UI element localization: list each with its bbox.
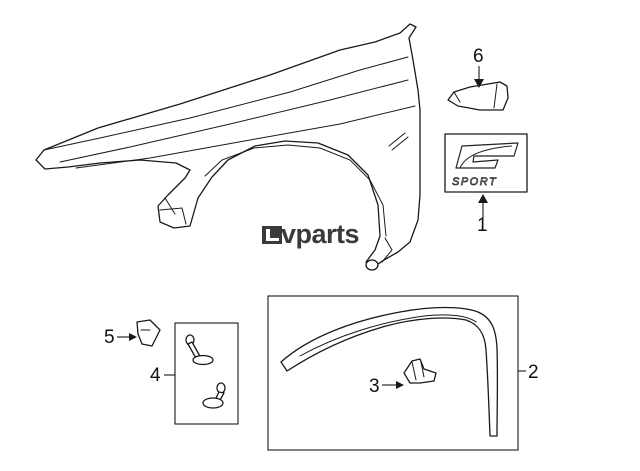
wheel-arch-molding bbox=[280, 306, 499, 437]
watermark-brand: vparts bbox=[281, 219, 359, 249]
callout-5: 5 bbox=[104, 327, 137, 348]
callout-3: 3 bbox=[369, 376, 404, 397]
svg-text:1: 1 bbox=[477, 215, 488, 236]
watermark: vparts bbox=[262, 219, 360, 249]
svg-text:2: 2 bbox=[528, 362, 539, 383]
fender-seal[interactable] bbox=[136, 319, 161, 347]
svg-text:6: 6 bbox=[473, 46, 484, 67]
front-fender[interactable] bbox=[35, 23, 421, 271]
molding-retainer-clip bbox=[403, 358, 437, 384]
svg-text:5: 5 bbox=[104, 327, 115, 348]
callout-1: 1 bbox=[477, 194, 488, 236]
callout-6: 6 bbox=[473, 46, 484, 88]
push-pin-clip-lower bbox=[202, 382, 226, 409]
push-pin-clip-upper bbox=[185, 334, 214, 366]
lexus-l-logo-icon bbox=[262, 226, 282, 244]
callout-4: 4 bbox=[150, 365, 175, 386]
svg-text:4: 4 bbox=[150, 365, 161, 386]
push-pin-clips-box[interactable] bbox=[174, 322, 239, 425]
f-sport-emblem[interactable]: SPORT bbox=[444, 133, 528, 193]
emblem-sport-text: SPORT bbox=[452, 176, 497, 188]
callout-2: 2 bbox=[518, 362, 539, 383]
fender-liner-molding-box[interactable] bbox=[267, 295, 519, 451]
svg-text:3: 3 bbox=[369, 376, 380, 397]
side-turn-signal-cover[interactable] bbox=[447, 81, 509, 111]
